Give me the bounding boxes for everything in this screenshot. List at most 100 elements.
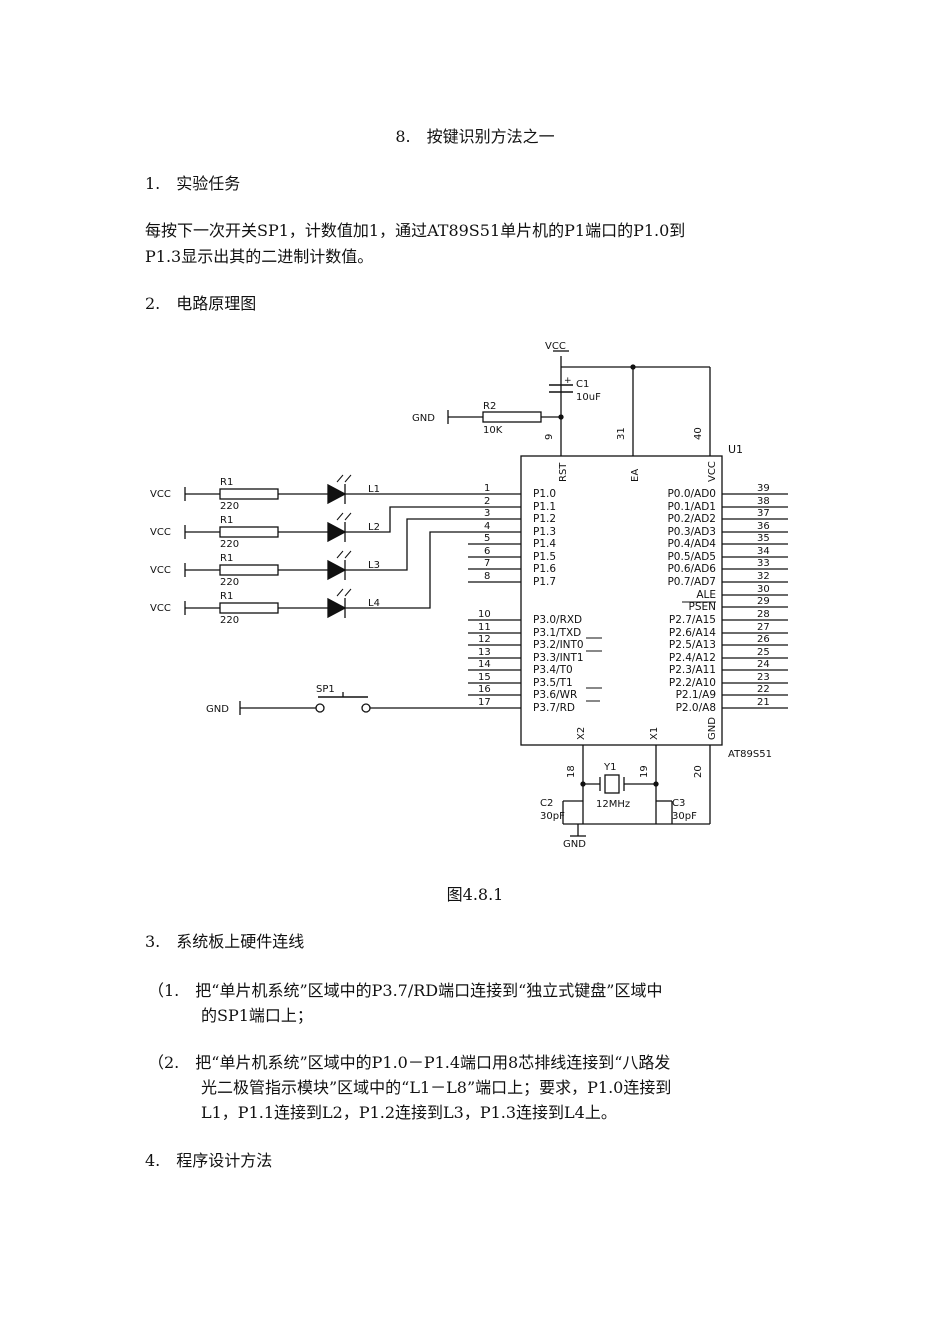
pin-name-p0-0: P0.0/AD0	[667, 488, 716, 500]
pin-num-9: 9	[544, 434, 555, 440]
pin-name-p3-4: P3.4/T0	[533, 664, 573, 676]
pin-name-rst: RST	[558, 462, 569, 482]
figure-caption: 图4.8.1	[446, 885, 504, 904]
r1-label-2: R1	[220, 515, 233, 526]
pin-num-38: 38	[757, 496, 770, 507]
pin-num-6: 6	[484, 546, 490, 557]
pin-name-p1-4: P1.4	[533, 538, 556, 550]
chip-part-label: AT89S51	[728, 749, 772, 760]
c3-label: C3	[672, 798, 685, 809]
pin-name-p3-0: P3.0/RXD	[533, 614, 582, 626]
pin-num-7: 7	[484, 558, 490, 569]
led-1-vcc-label: VCC	[150, 489, 171, 500]
pin-num-39: 39	[757, 483, 770, 494]
r1-label-3: R1	[220, 553, 233, 564]
pin-num-37: 37	[757, 508, 770, 519]
led-label-l4: L4	[368, 598, 380, 609]
r1-resistor-2	[219, 526, 279, 538]
pin-name-x2: X2	[576, 727, 587, 740]
pin-name-p0-4: P0.4/AD4	[667, 538, 716, 550]
pin-name-p1-2: P1.2	[533, 513, 556, 525]
pin-name-p3-7: P3.7/RD	[533, 702, 575, 714]
pin-num-11: 11	[478, 622, 491, 633]
section-1-paragraph-line-1: 每按下一次开关SP1，计数值加1，通过AT89S51单片机的P1端口的P1.0到	[145, 221, 686, 240]
section-1-heading: 1. 实验任务	[145, 174, 241, 193]
pin-num-23: 23	[757, 672, 770, 683]
pin-name-p0-5: P0.5/AD5	[667, 551, 716, 563]
pin-num-27: 27	[757, 622, 770, 633]
pin-name-p1-7: P1.7	[533, 576, 556, 588]
led-3-diode	[327, 559, 347, 581]
sp1-gnd-label: GND	[206, 704, 229, 715]
led-label-l3: L3	[368, 560, 380, 571]
r2-label: R2	[483, 401, 496, 412]
mcu-chip-body	[520, 455, 723, 746]
right-pin-group	[722, 493, 788, 709]
section-3-heading: 3. 系统板上硬件连线	[145, 932, 305, 951]
pin-name-psen: PSEN	[689, 601, 717, 613]
r2-value: 10K	[483, 425, 503, 436]
y1-value: 12MHz	[596, 799, 630, 810]
pin-name-p0-6: P0.6/AD6	[667, 563, 716, 575]
item-2-line-1: （2. 把“单片机系统”区域中的P1.0－P1.4端口用8芯排线连接到“八路发	[148, 1053, 671, 1072]
led-4-diode	[327, 597, 347, 619]
sp1-label: SP1	[316, 684, 335, 695]
r1-value-2: 220	[220, 539, 239, 550]
pin-num-3: 3	[484, 508, 490, 519]
pin-num-32: 32	[757, 571, 770, 582]
pin-num-13: 13	[478, 647, 491, 658]
pin-name-p0-1: P0.1/AD1	[667, 501, 716, 513]
c2-value: 30pF	[540, 811, 565, 822]
r2-gnd-label: GND	[412, 413, 435, 424]
pin-num-22: 22	[757, 684, 770, 695]
pin-name-p0-7: P0.7/AD7	[667, 576, 716, 588]
pin-num-36: 36	[757, 521, 770, 532]
pin-num-12: 12	[478, 634, 491, 645]
bottom-gnd-label: GND	[563, 839, 586, 850]
led-label-l2: L2	[368, 522, 380, 533]
document-title: 8. 按键识别方法之一	[395, 127, 555, 146]
led-row-2	[184, 506, 468, 543]
left-pin-group	[468, 493, 521, 709]
sp1-switch	[239, 692, 468, 715]
pin-name-vcc: VCC	[707, 461, 718, 482]
pin-num-24: 24	[757, 659, 770, 670]
section-1-paragraph-line-2: P1.3显示出其的二进制计数值。	[145, 247, 374, 266]
pin-name-p2-7: P2.7/A15	[669, 614, 716, 626]
pin-num-40: 40	[693, 427, 704, 440]
pin-name-p2-5: P2.5/A13	[669, 639, 716, 651]
item-1-line-1: （1. 把“单片机系统”区域中的P3.7/RD端口连接到“独立式键盘”区域中	[148, 981, 663, 1000]
pin-num-16: 16	[478, 684, 491, 695]
led-label-l1: L1	[368, 484, 380, 495]
pin-num-19: 19	[639, 765, 650, 778]
pin-name-p1-0: P1.0	[533, 488, 556, 500]
pin-num-4: 4	[484, 521, 490, 532]
y1-crystal	[604, 774, 620, 794]
pin-num-28: 28	[757, 609, 770, 620]
pin-num-35: 35	[757, 533, 770, 544]
pin-name-ale: ALE	[696, 589, 716, 601]
pin-num-1: 1	[484, 483, 490, 494]
item-1-line-2: 的SP1端口上；	[201, 1006, 313, 1025]
pin-num-15: 15	[478, 672, 491, 683]
r1-resistor-4	[219, 602, 279, 614]
pin-num-21: 21	[757, 697, 770, 708]
led-4-vcc-label: VCC	[150, 603, 171, 614]
pin-name-p3-3: P3.3/INT1	[533, 652, 584, 664]
c1-polarity-mark: +	[564, 376, 572, 386]
pin-name-p1-1: P1.1	[533, 501, 556, 513]
pin-name-ea: EA	[630, 469, 641, 482]
led-2-vcc-label: VCC	[150, 527, 171, 538]
pin-name-p1-6: P1.6	[533, 563, 556, 575]
pin-name-p2-0: P2.0/A8	[676, 702, 716, 714]
section-4-heading: 4. 程序设计方法	[145, 1151, 273, 1170]
pin-name-p2-1: P2.1/A9	[676, 689, 716, 701]
r1-resistor-3	[219, 564, 279, 576]
pin-name-p3-5: P3.5/T1	[533, 677, 573, 689]
pin-num-8: 8	[484, 571, 490, 582]
c1-value: 10uF	[576, 392, 601, 403]
pin-num-18: 18	[566, 765, 577, 778]
led-row-4	[184, 531, 468, 619]
section-2-heading: 2. 电路原理图	[145, 294, 257, 313]
